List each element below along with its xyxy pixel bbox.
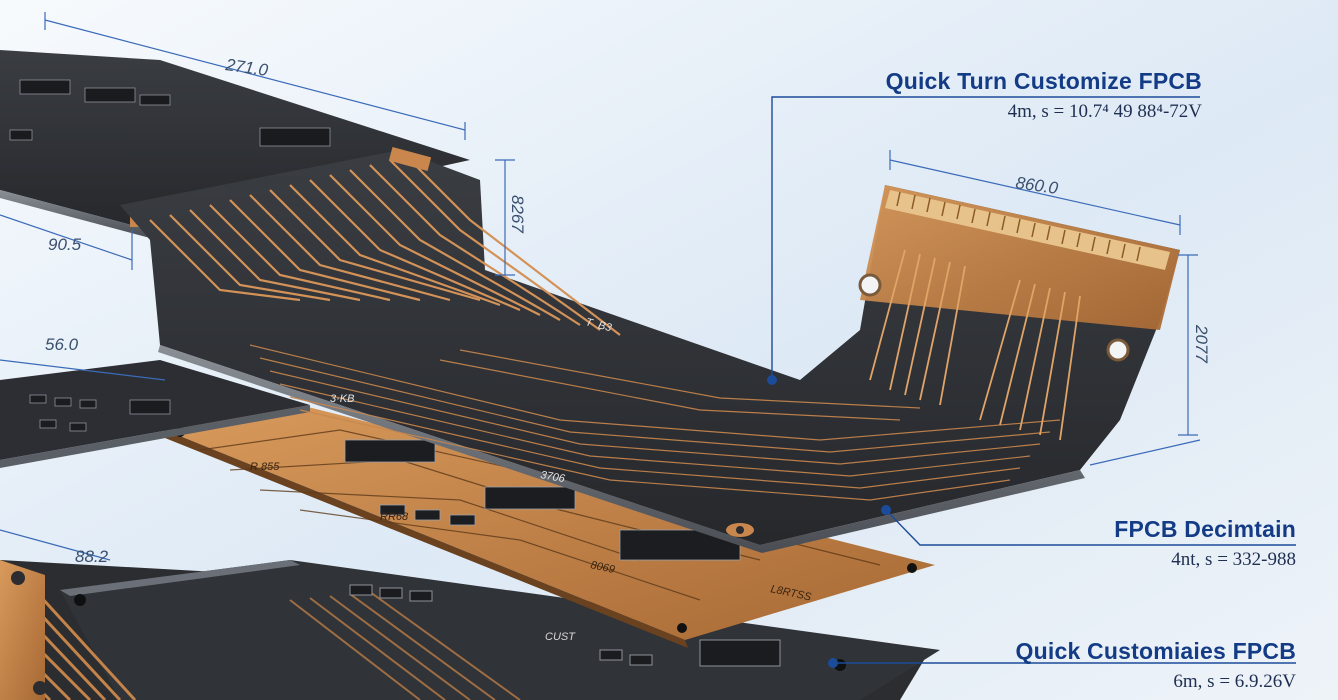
silk-copper-mark: RR68 xyxy=(380,511,409,523)
silk-bottom-mark: 3·KB xyxy=(330,393,354,405)
callout-title: Quick Turn Customize FPCB xyxy=(885,68,1202,94)
callout-title: FPCB Decimtain xyxy=(1114,516,1296,542)
dim-lower-left: 56.0 xyxy=(45,335,79,354)
main-flex-board xyxy=(120,147,1180,553)
callout-spec: 4nt, s = 332-988 xyxy=(1171,549,1296,570)
dim-top-height: 8267 xyxy=(508,195,527,233)
callout-quick-turn: Quick Turn Customize FPCB 4m, s = 10.7⁴ … xyxy=(886,68,1202,123)
callout-spec: 6m, s = 6.9.26V xyxy=(1173,671,1296,692)
callout-decimtain: FPCB Decimtain 4nt, s = 332-988 xyxy=(1114,516,1296,571)
dim-right-height: 2077 xyxy=(1192,324,1211,363)
callout-dots xyxy=(767,375,891,668)
silk-copper-left: R 855 xyxy=(250,461,280,473)
callout-title: Quick Customiaies FPCB xyxy=(1015,638,1296,664)
dimension-lines xyxy=(0,12,1201,561)
silk-center-mark: 3706 xyxy=(539,469,566,485)
silk-copper-mid: 8069 xyxy=(589,559,615,576)
middle-copper-board xyxy=(165,405,935,648)
left-copper-strip xyxy=(0,560,47,700)
callout-spec: 4m, s = 10.7⁴ 49 88⁴-72V xyxy=(1007,101,1202,122)
dimension-labels: 271.0 8267 90.5 56.0 860.0 2077 88.2 xyxy=(45,55,1211,566)
left-middle-board xyxy=(0,360,310,468)
callout-quick-customiaies: Quick Customiaies FPCB 6m, s = 6.9.26V xyxy=(1016,638,1296,693)
dim-left-offset: 90.5 xyxy=(48,235,82,254)
dim-bottom-left: 88.2 xyxy=(75,547,109,566)
callout-leaders xyxy=(771,96,1296,664)
silk-lower-mark: CUST xyxy=(545,631,576,643)
